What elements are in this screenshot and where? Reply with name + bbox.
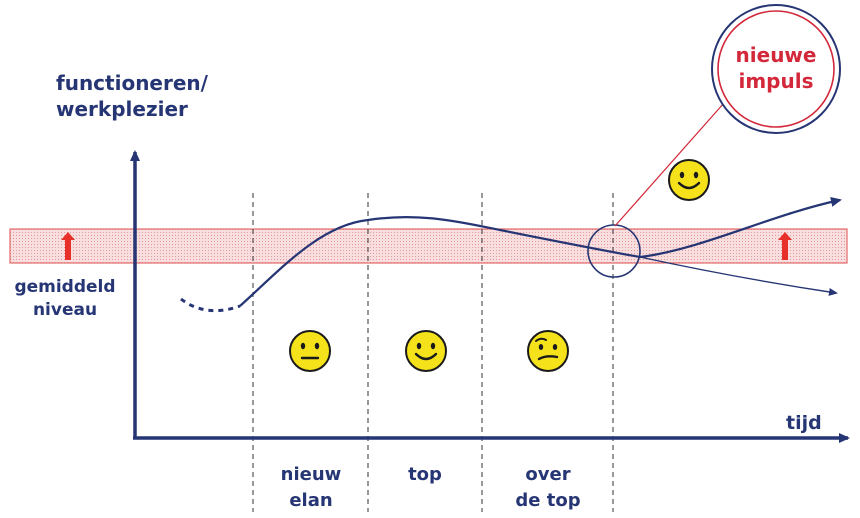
average-band [9, 228, 848, 264]
phase-label-line2: elan [289, 490, 333, 511]
x-axis-label: tijd [786, 412, 822, 434]
phase-label-nieuw-elan: nieuw elan [256, 462, 366, 514]
callout-outer-circle [711, 4, 841, 134]
callout-inner-circle [717, 10, 835, 128]
phase-label-over-de-top: over de top [493, 462, 603, 514]
neutral-face-icon [289, 330, 331, 372]
doubtful-face-icon [527, 330, 569, 372]
y-axis-label: functioneren/ werkplezier [56, 70, 208, 122]
band-arrow-right-icon [778, 232, 792, 260]
y-axis-label-line1: functioneren/ [56, 71, 208, 95]
impulse-point-circle [587, 224, 641, 278]
curve-main [239, 215, 641, 307]
band-label: gemiddeld niveau [10, 276, 120, 322]
phase-label-line1: over [525, 464, 571, 485]
band-label-line1: gemiddeld [14, 277, 116, 297]
phase-label-line2: de top [515, 490, 581, 511]
callout-connector [614, 102, 725, 227]
callout-text: nieuwe impuls [720, 42, 832, 94]
phase-label-top: top [370, 462, 480, 488]
happy-face-icon [405, 330, 447, 372]
phase-label-line1: nieuw [280, 464, 342, 485]
phase-label-line1: top [408, 464, 442, 485]
band-label-line2: niveau [32, 300, 98, 320]
callout-line1: nieuwe [735, 43, 817, 67]
curve-start-dotted [180, 297, 241, 313]
y-axis-label-line2: werkplezier [56, 97, 188, 121]
curve-impulse-branch [639, 196, 842, 259]
callout-line2: impuls [738, 69, 814, 93]
band-arrow-left-icon [61, 232, 75, 260]
curve-decline-branch [639, 256, 838, 296]
happy-face-icon [668, 159, 710, 201]
